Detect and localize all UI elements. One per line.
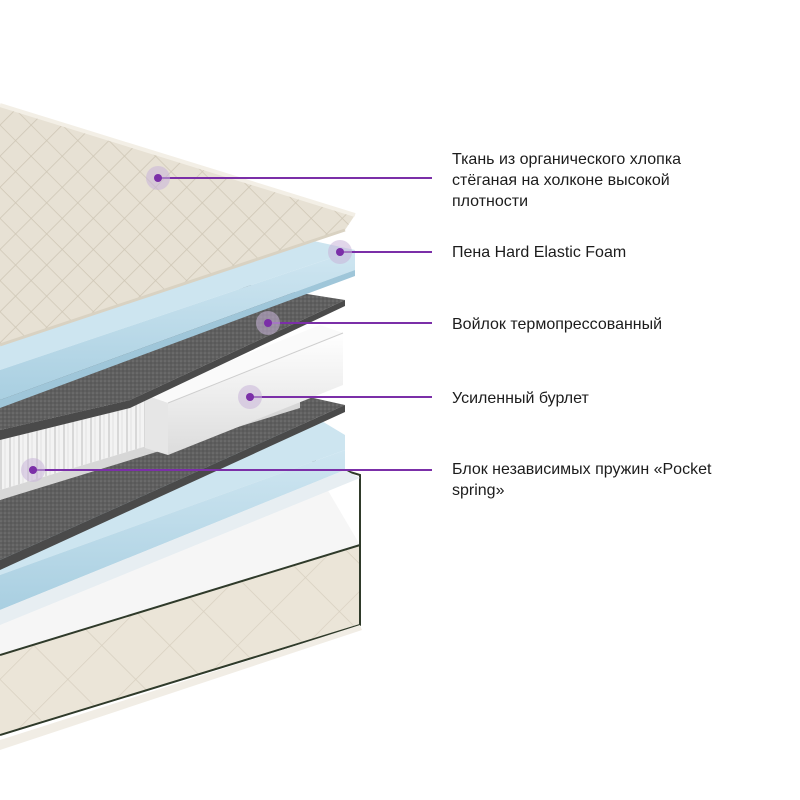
callout-springs: [21, 458, 432, 482]
lower-felt-layer: [0, 395, 345, 570]
upper-foam-layer: [0, 238, 355, 408]
callout-edge: [238, 385, 432, 409]
label-pocket-springs: Блок независимых пружин «Pocket spring»: [452, 461, 712, 499]
lower-foam-layer: [0, 420, 360, 625]
callout-foam: [328, 240, 432, 264]
label-foam: Пена Hard Elastic Foam: [452, 244, 627, 261]
callout-felt: [256, 311, 432, 335]
label-cover-fabric: Ткань из органического хлопка стёганая н…: [452, 151, 682, 210]
label-felt: Войлок термопрессованный: [452, 316, 663, 333]
quilted-cover-layer: [0, 103, 356, 347]
callout-cover: [146, 166, 432, 190]
label-reinforced-edge: Усиленный бурлет: [452, 390, 589, 407]
